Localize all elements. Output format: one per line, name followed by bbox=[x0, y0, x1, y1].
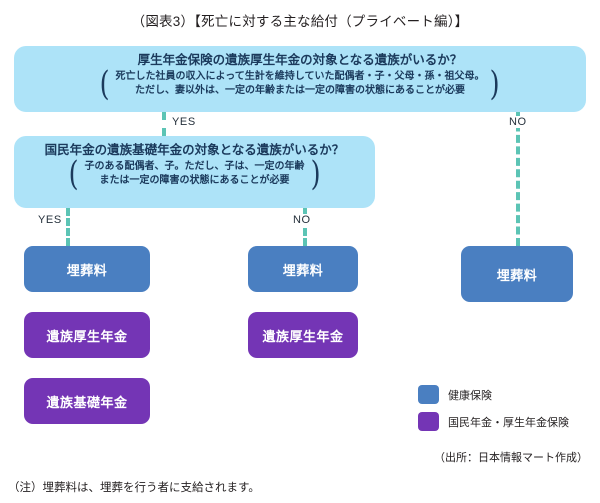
outcome-label: 遺族基礎年金 bbox=[46, 394, 128, 410]
outcome-label: 遺族厚生年金 bbox=[262, 328, 344, 344]
branch-label-q1-yes: YES bbox=[168, 116, 200, 128]
branch-label-q1-no: NO bbox=[505, 116, 531, 128]
question-2-detail: ( 子のある配偶者、子。ただし、子は、一定の年齢 または一定の障害の状態にあるこ… bbox=[24, 154, 365, 195]
question-2-title: 国民年金の遺族基礎年金の対象となる遺族がいるか？ bbox=[44, 143, 345, 157]
question-1-title: 厚生年金保険の遺族厚生年金の対象となる遺族がいるか？ bbox=[137, 53, 463, 67]
question-1-detail-line-2: ただし、妻以外は、一定の年齢または一定の障害の状態にあることが必要 bbox=[135, 85, 465, 97]
bracket-open-icon: ( bbox=[68, 154, 79, 195]
bracket-open-icon: ( bbox=[99, 64, 110, 105]
question-2-detail-text: 子のある配偶者、子。ただし、子は、一定の年齢 または一定の障害の状態にあることが… bbox=[85, 160, 305, 189]
outcome-left-3: 遺族基礎年金 bbox=[24, 378, 150, 424]
outcome-right-1: 埋葬料 bbox=[461, 246, 573, 302]
outcome-label: 遺族厚生年金 bbox=[46, 328, 128, 344]
source-credit: （出所：日本情報マート作成） bbox=[434, 452, 588, 464]
question-box-2: 国民年金の遺族基礎年金の対象となる遺族がいるか？ ( 子のある配偶者、子。ただし… bbox=[14, 136, 375, 208]
legend-label-pension: 国民年金・厚生年金保険 bbox=[448, 416, 569, 429]
connector-q1-yes bbox=[162, 112, 166, 136]
connector-q2-yes bbox=[66, 208, 70, 246]
question-2-detail-line-1: 子のある配偶者、子。ただし、子は、一定の年齢 bbox=[84, 160, 305, 172]
bracket-close-icon: ) bbox=[310, 154, 321, 195]
outcome-middle-2: 遺族厚生年金 bbox=[248, 312, 358, 358]
legend-swatch-pension-icon bbox=[418, 412, 439, 431]
outcome-middle-1: 埋葬料 bbox=[248, 246, 358, 292]
outcome-label: 埋葬料 bbox=[496, 267, 538, 283]
connector-q2-no bbox=[303, 208, 307, 246]
outcome-left-2: 遺族厚生年金 bbox=[24, 312, 150, 358]
legend: 健康保険 国民年金・厚生年金保険 bbox=[418, 385, 569, 431]
page-title: （図表3）【死亡に対する主な給付（プライベート編）】 bbox=[131, 14, 469, 29]
legend-item-pension: 国民年金・厚生年金保険 bbox=[418, 412, 569, 431]
question-1-detail-text: 死亡した社員の収入によって生計を維持していた配偶者・子・父母・孫・祖父母。 ただ… bbox=[116, 70, 485, 99]
outcome-label: 埋葬料 bbox=[66, 262, 108, 278]
outcome-label: 埋葬料 bbox=[282, 262, 324, 278]
question-box-1: 厚生年金保険の遺族厚生年金の対象となる遺族がいるか？ ( 死亡した社員の収入によ… bbox=[14, 46, 586, 112]
question-1-detail-line-1: 死亡した社員の収入によって生計を維持していた配偶者・子・父母・孫・祖父母。 bbox=[115, 70, 485, 82]
outcome-left-1: 埋葬料 bbox=[24, 246, 150, 292]
branch-label-q2-no: NO bbox=[289, 214, 315, 226]
legend-label-health: 健康保険 bbox=[448, 389, 492, 402]
legend-swatch-health-icon bbox=[418, 385, 439, 404]
connector-q1-no bbox=[516, 112, 520, 246]
legend-item-health: 健康保険 bbox=[418, 385, 569, 404]
bracket-close-icon: ) bbox=[490, 64, 501, 105]
question-1-detail: ( 死亡した社員の収入によって生計を維持していた配偶者・子・父母・孫・祖父母。 … bbox=[24, 64, 576, 105]
branch-label-q2-yes: YES bbox=[34, 214, 66, 226]
footnote: （注）埋葬料は、埋葬を行う者に支給されます。 bbox=[8, 482, 260, 494]
question-2-detail-line-2: または一定の障害の状態にあることが必要 bbox=[99, 175, 290, 187]
